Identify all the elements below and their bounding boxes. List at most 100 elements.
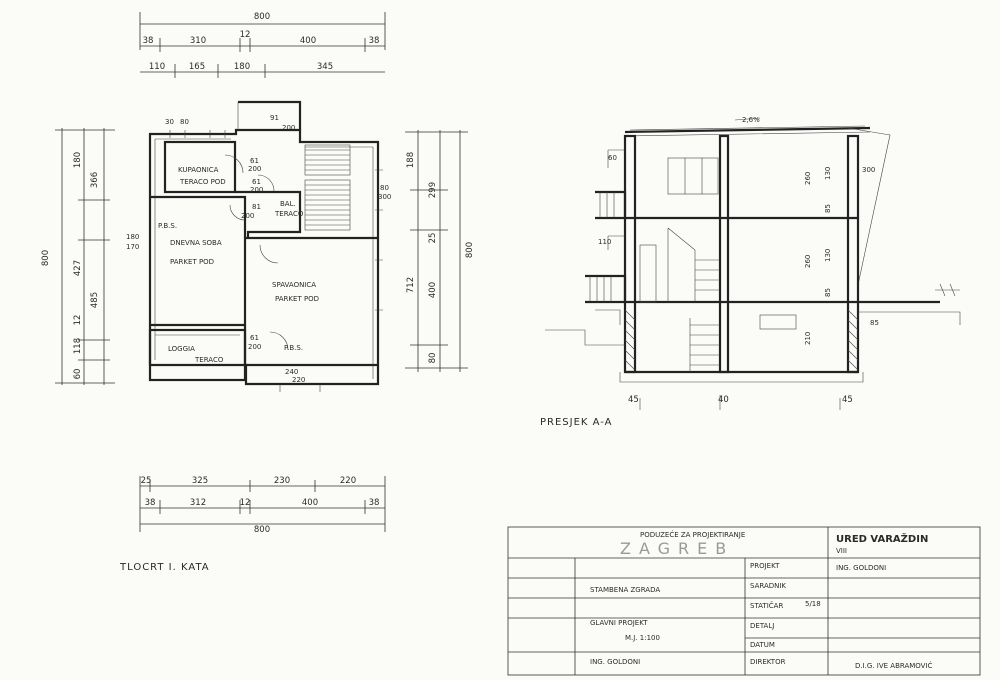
dim-bottom-3: 230: [274, 476, 290, 486]
opening-dim-18: 200: [248, 343, 261, 351]
section-dim-7: 210: [804, 332, 812, 345]
room-spavaonica: SPAVAONICA: [272, 281, 316, 289]
dim-left-6: 118: [73, 338, 83, 354]
opening-dim-1: 30: [165, 118, 174, 126]
dim-left-8: 60: [73, 369, 83, 380]
dim-right-4: 712: [406, 277, 416, 293]
title-block: PODUZEĆE ZA PROJEKTIRANJE ZAGREB URED VA…: [507, 526, 981, 676]
dim-bottom-2: 325: [192, 476, 208, 486]
tb-label-detail: DETALJ: [750, 622, 774, 630]
dim-top-4: 400: [300, 36, 316, 46]
dim-top-3: 12: [240, 30, 251, 40]
opening-dim-8: 200: [250, 186, 263, 194]
tb-office-sub: VIII: [836, 547, 847, 555]
opening-dim-15: 80: [380, 184, 389, 192]
dim-bottom-row2-1: 38: [145, 498, 156, 508]
tb-label-date: DATUM: [750, 641, 775, 649]
section-dim-1: 260: [804, 172, 812, 185]
dim-bottom-4: 220: [340, 476, 356, 486]
opening-dim-11: 240: [285, 368, 298, 376]
plan-caption: TLOCRT I. KATA: [119, 562, 210, 573]
opening-dim-6: 200: [282, 124, 295, 132]
room-kupaonica: KUPAONICA: [178, 166, 219, 174]
dim-left-7: 12: [73, 315, 83, 326]
section-dim-8: 300: [862, 166, 875, 174]
section-bottom-dim-1: 45: [628, 395, 639, 405]
tb-company: ZAGREB: [620, 539, 734, 558]
section-caption: PRESJEK A-A: [540, 417, 613, 428]
room-spavaonica-floor: PARKET POD: [275, 295, 319, 303]
plan-opening-dims: 30 80 61 200 91 200 61 200 81 200 240 22…: [126, 114, 391, 384]
tb-company-line: PODUZEĆE ZA PROJEKTIRANJE: [640, 530, 745, 539]
dim-top-row2-2: 165: [189, 62, 205, 72]
room-dnevna: DNEVNA SOBA: [170, 239, 222, 247]
room-bal: BAL.: [280, 200, 296, 208]
tb-project-name: ING. GOLDONI: [836, 564, 886, 572]
dim-overall-top: 800: [254, 12, 270, 22]
dim-right-1: 188: [406, 152, 416, 168]
plan-room-labels: KUPAONICA TERACO POD BAL. TERACO DNEVNA …: [158, 166, 319, 364]
room-kupaonica-floor: TERACO POD: [179, 178, 226, 186]
plan-left-dimensions: 800 366 180 427 485 118 12 60: [41, 128, 115, 385]
dim-right-5: 25: [428, 233, 438, 244]
dim-top-5: 38: [369, 36, 380, 46]
section-dims: 2,6% 260 130 85 260 130 85 210 300 60 11…: [598, 116, 879, 405]
dim-bottom-row2-5: 38: [369, 498, 380, 508]
section-dim-mid: 85: [870, 319, 879, 327]
tb-scale: M.J. 1:100: [625, 634, 660, 642]
plan-top-dimensions: 800 38 310 12 400 38 110 165 180 345: [139, 12, 386, 78]
tb-static-no: 5/18: [805, 600, 821, 608]
opening-dim-7: 61: [252, 178, 261, 186]
dim-top-2: 310: [190, 36, 206, 46]
opening-dim-5: 91: [270, 114, 279, 122]
tb-label-statics: STATIČAR: [750, 601, 783, 610]
section-dim-3: 85: [824, 204, 832, 213]
dim-top-row2-4: 345: [317, 62, 333, 72]
section-dim-5: 130: [824, 249, 832, 262]
opening-dim-9: 81: [252, 203, 261, 211]
dim-right-2: 299: [428, 182, 438, 198]
plan-bottom-dimensions: 25 325 230 220 38 312 12 400 38 800: [139, 476, 386, 535]
tb-drawing: GLAVNI PROJEKT: [590, 619, 648, 627]
opening-dim-14: 170: [126, 243, 139, 251]
section-dim-4: 260: [804, 255, 812, 268]
dim-top-row2-1: 110: [149, 62, 165, 72]
room-loggia-floor: TERACO: [194, 356, 224, 364]
tb-director-name: D.I.G. IVE ABRAMOVIĆ: [855, 661, 933, 670]
dim-bottom-overall: 800: [254, 525, 270, 535]
dim-bottom-row2-3: 12: [240, 498, 251, 508]
section-dim-2: 130: [824, 167, 832, 180]
opening-dim-10: 200: [241, 212, 254, 220]
dim-bottom-row2-2: 312: [190, 498, 206, 508]
tb-label-project: PROJEKT: [750, 562, 780, 570]
section-dim-6: 85: [824, 288, 832, 297]
tb-label-collaborator: SARADNIK: [750, 582, 786, 590]
opening-dim-16: 300: [378, 193, 391, 201]
opening-dim-2: 80: [180, 118, 189, 126]
room-loggia: LOGGIA: [168, 345, 195, 353]
label-pbs-2: P.B.S.: [284, 344, 303, 352]
dim-left-4: 427: [73, 260, 83, 276]
dim-bottom-row2-4: 400: [302, 498, 318, 508]
section-slope: 2,6%: [742, 116, 760, 124]
room-dnevna-floor: PARKET POD: [170, 258, 214, 266]
label-pbs-1: P.B.S.: [158, 222, 177, 230]
tb-office: URED VARAŽDIN: [836, 532, 928, 545]
tb-label-director: DIREKTOR: [750, 658, 786, 666]
opening-dim-3: 61: [250, 157, 259, 165]
dim-right-7: 80: [428, 353, 438, 364]
dim-top-1: 38: [143, 36, 154, 46]
dim-left-2: 366: [90, 172, 100, 188]
floor-plan: [148, 100, 383, 392]
dim-left-overall: 800: [41, 250, 51, 266]
section-dim-left-1: 60: [608, 154, 617, 162]
dim-top-row2-3: 180: [234, 62, 250, 72]
opening-dim-13: 180: [126, 233, 139, 241]
dim-right-6: 400: [428, 282, 438, 298]
plan-right-dimensions: 188 299 800 712 25 400 80: [405, 130, 475, 372]
tb-author: ING. GOLDONI: [590, 658, 640, 666]
dim-left-3: 180: [73, 152, 83, 168]
section-bottom-dim-2: 40: [718, 395, 729, 405]
opening-dim-12: 220: [292, 376, 305, 384]
dim-bottom-1: 25: [141, 476, 152, 486]
